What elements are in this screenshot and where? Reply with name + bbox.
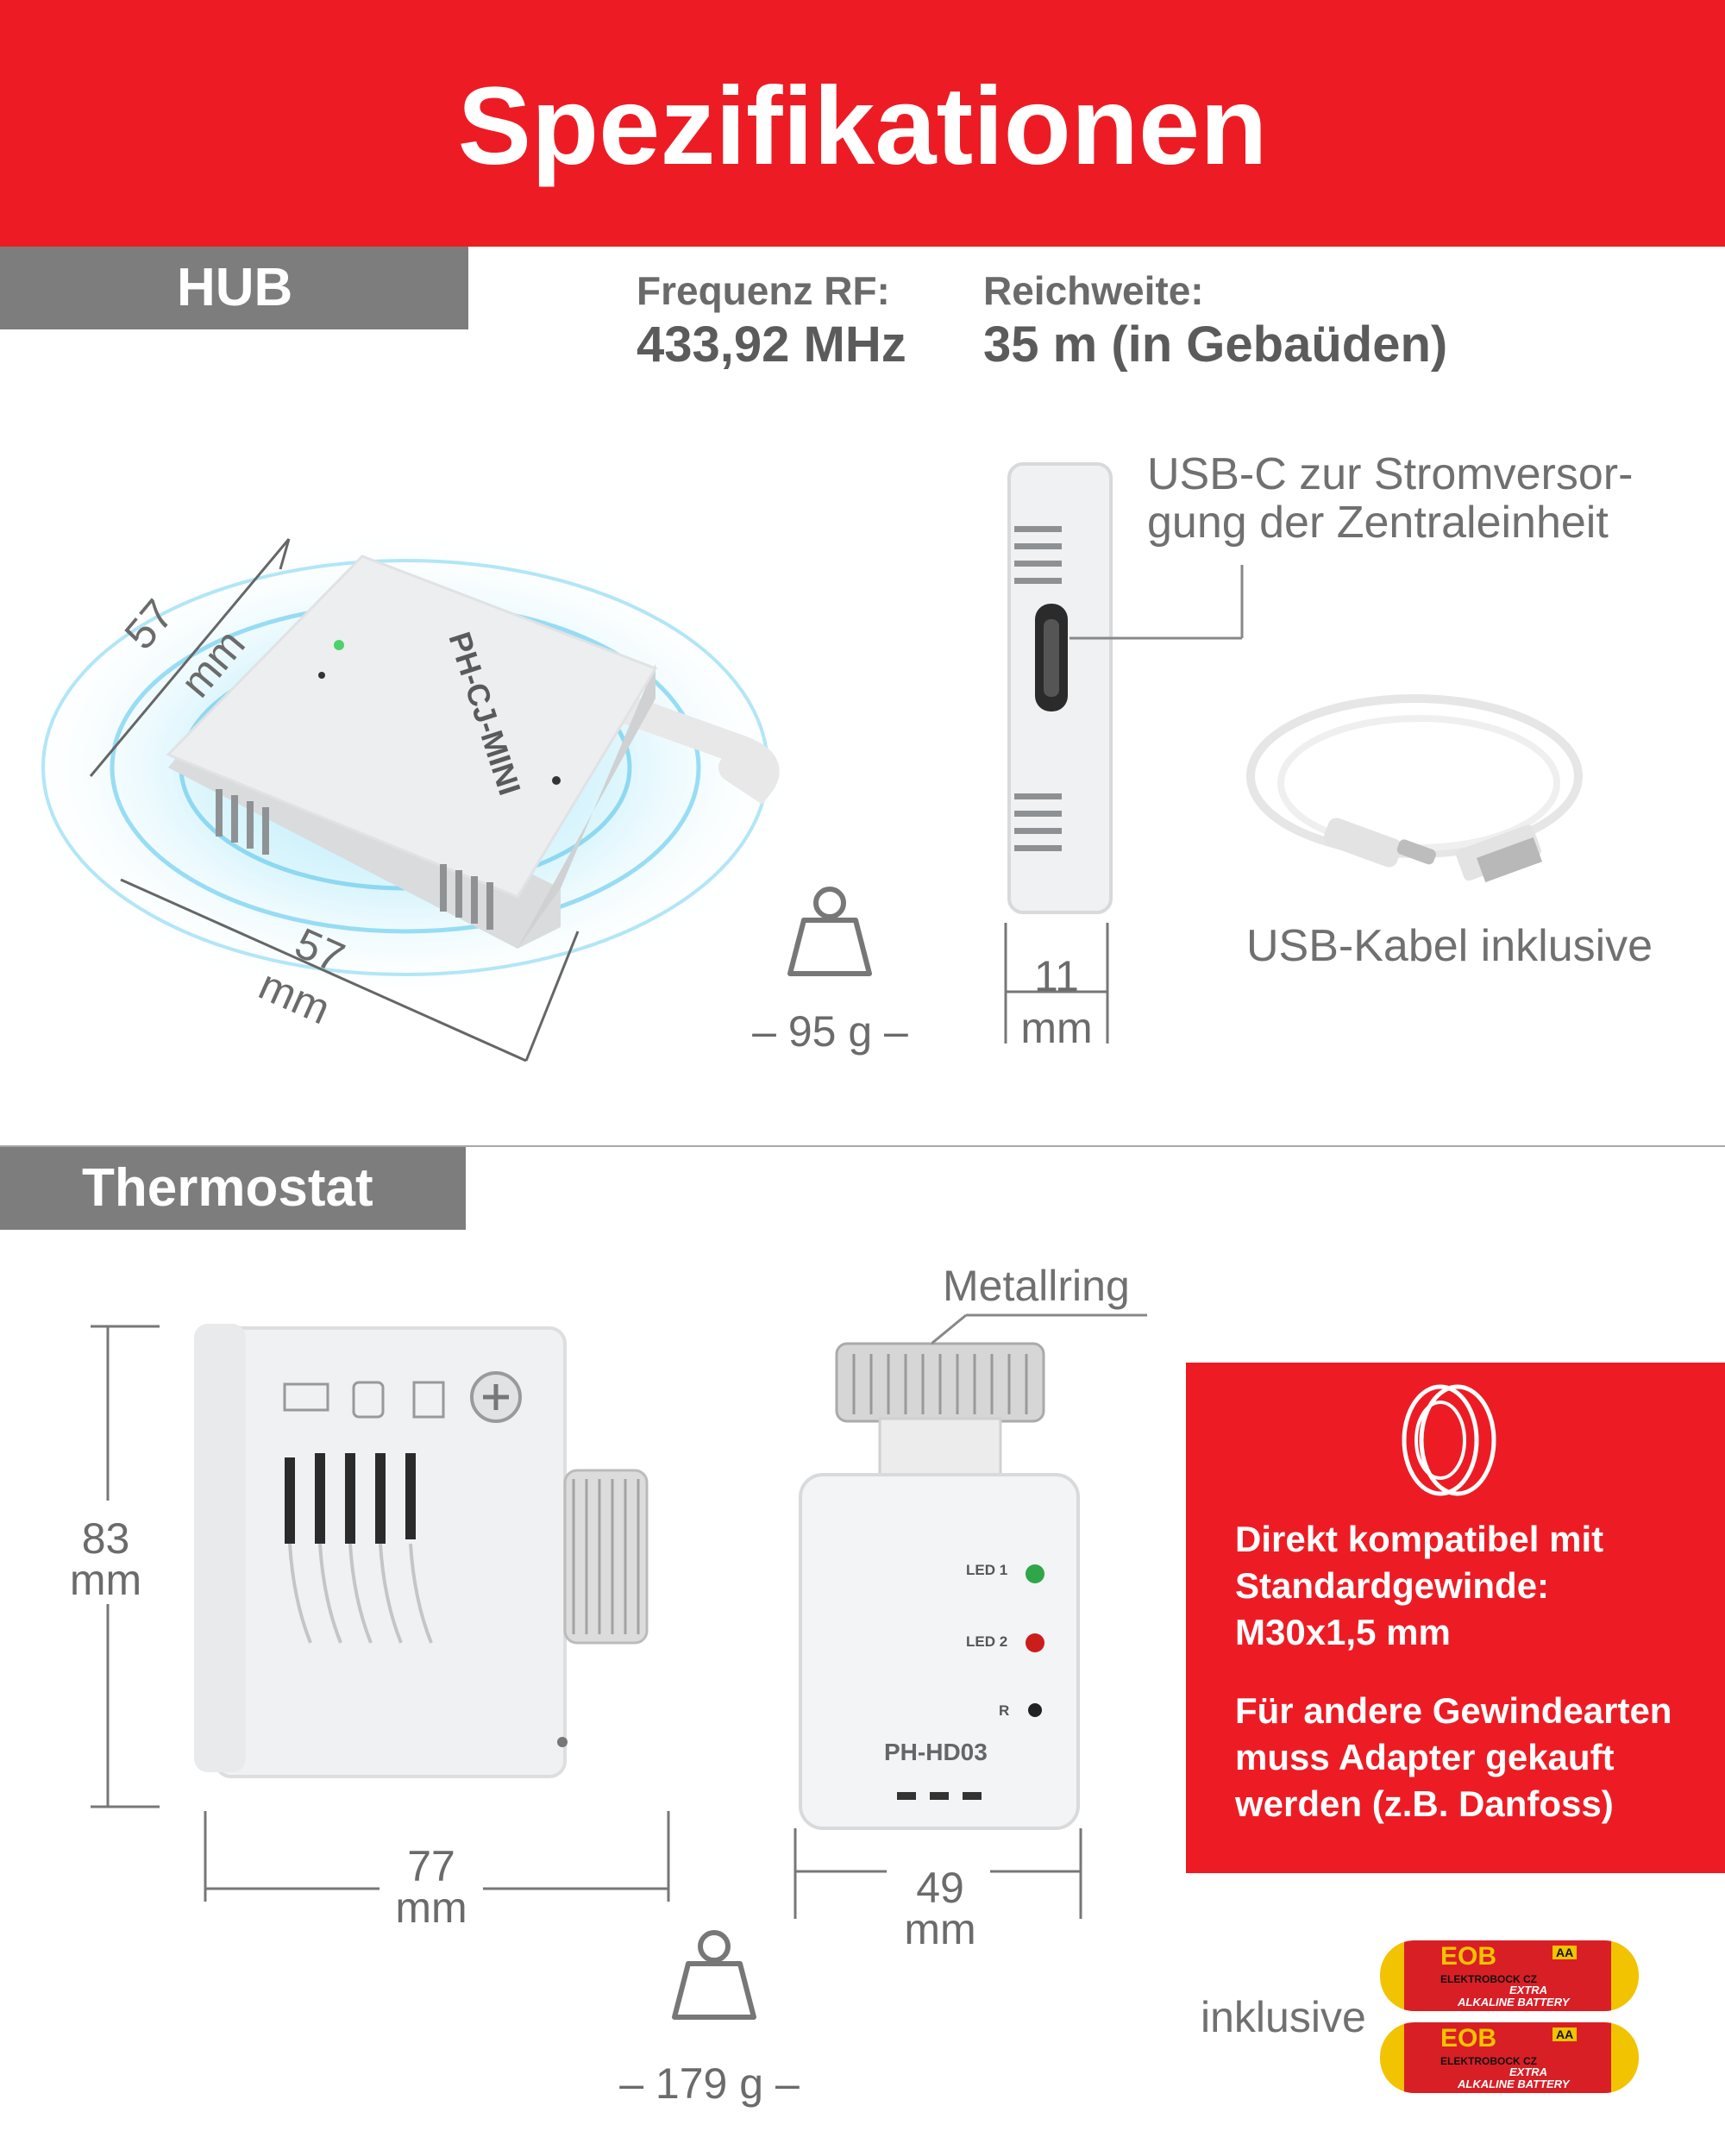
reset-label: R [999,1702,1010,1719]
adapter-line2: muss Adapter gekauft [1235,1737,1615,1777]
ring-label: Metallring [943,1262,1130,1310]
battery: EOB AA ELEKTROBOCK CZ EXTRA ALKALINE BAT… [1380,2022,1639,2093]
battery: EOB AA ELEKTROBOCK CZ EXTRA ALKALINE BAT… [1380,1940,1639,2011]
battery-size: AA [1552,2028,1578,2041]
thermostat-length-dimension [204,1811,670,1902]
led1-label: LED 1 [966,1562,1008,1578]
thermostat-front-view [799,1342,1080,1830]
frequency-label: Frequenz RF: [637,268,890,313]
usb-cable-illustration [1246,694,1583,883]
compatibility-box [1186,1363,1725,1873]
range-label: Reichweite: [983,268,1204,313]
led2-label: LED 2 [966,1633,1008,1650]
reset-hole [552,776,561,785]
compat-line2: Standardgewinde: [1235,1565,1550,1606]
metal-ring-icon [1402,1384,1496,1496]
hub-side-view [1007,462,1113,914]
vent-slots [216,789,493,930]
battery-maker: ELEKTROBOCK CZ [1440,2055,1537,2067]
thermostat-height-value: 83 [81,1514,130,1563]
thermostat-width-value: 49 [916,1864,964,1912]
weight-icon [672,1930,756,2020]
range-value: 35 m (in Gebaüden) [983,317,1448,373]
section-tab-thermostat: Thermostat [0,1147,466,1230]
battery-type1: EXTRA [1509,2065,1548,2078]
thermostat-weight: – 179 g – [619,2059,800,2108]
section-divider [0,1145,1725,1147]
hub-weight: – 95 g – [752,1007,908,1056]
page-title: Spezifikationen [457,65,1268,188]
usb-note-line1: USB-C zur Stromversor- [1147,449,1634,499]
thermostat-model: PH-HD03 [884,1739,988,1765]
cable-note: USB-Kabel inklusive [1246,921,1653,971]
thermostat-height-dimension [91,1325,160,1808]
weight-icon [787,887,872,976]
battery-size: AA [1552,1946,1578,1959]
hub-thickness-unit: mm [1020,1004,1093,1052]
ring-callout-line [932,1313,1147,1345]
thermostat-length-value: 77 [407,1842,455,1890]
reset-hole [318,672,325,679]
thickness-dimension [1004,923,1109,1044]
thermostat-width-dimension [794,1828,1082,1919]
hub-thickness-value: 11 [1034,952,1079,1000]
battery-maker: ELEKTROBOCK CZ [1440,1973,1537,1985]
battery-brand: EOB [1440,2024,1497,2053]
thermostat-side-view [194,1324,649,1778]
usb-callout-line [1070,565,1244,640]
thermostat-height-unit: mm [69,1556,142,1604]
thermostat-length-unit: mm [395,1883,467,1932]
status-led [334,640,344,650]
frequency-value: 433,92 MHz [637,317,906,373]
battery-brand: EOB [1440,1942,1497,1971]
adapter-line1: Für andere Gewindearten [1235,1690,1672,1731]
hub-illustration: PH-CJ-MINI [9,526,802,1062]
compat-line3: M30x1,5 mm [1235,1612,1451,1652]
usb-cable [606,693,780,805]
dimension-lines [89,538,580,1062]
battery-type1: EXTRA [1509,1984,1548,1996]
section-tab-hub: HUB [0,247,468,329]
battery-type2: ALKALINE BATTERY [1458,2078,1570,2090]
battery-type2: ALKALINE BATTERY [1458,1996,1570,2009]
adapter-line3: werden (z.B. Danfoss) [1235,1783,1614,1824]
compat-line1: Direkt kompatibel mit [1235,1519,1604,1559]
thermostat-width-unit: mm [904,1905,976,1953]
hub-top [166,555,658,899]
header-banner [0,0,1725,247]
batteries-note: inklusive [1201,1993,1366,2041]
usb-note-line2: gung der Zentraleinheit [1147,498,1609,548]
